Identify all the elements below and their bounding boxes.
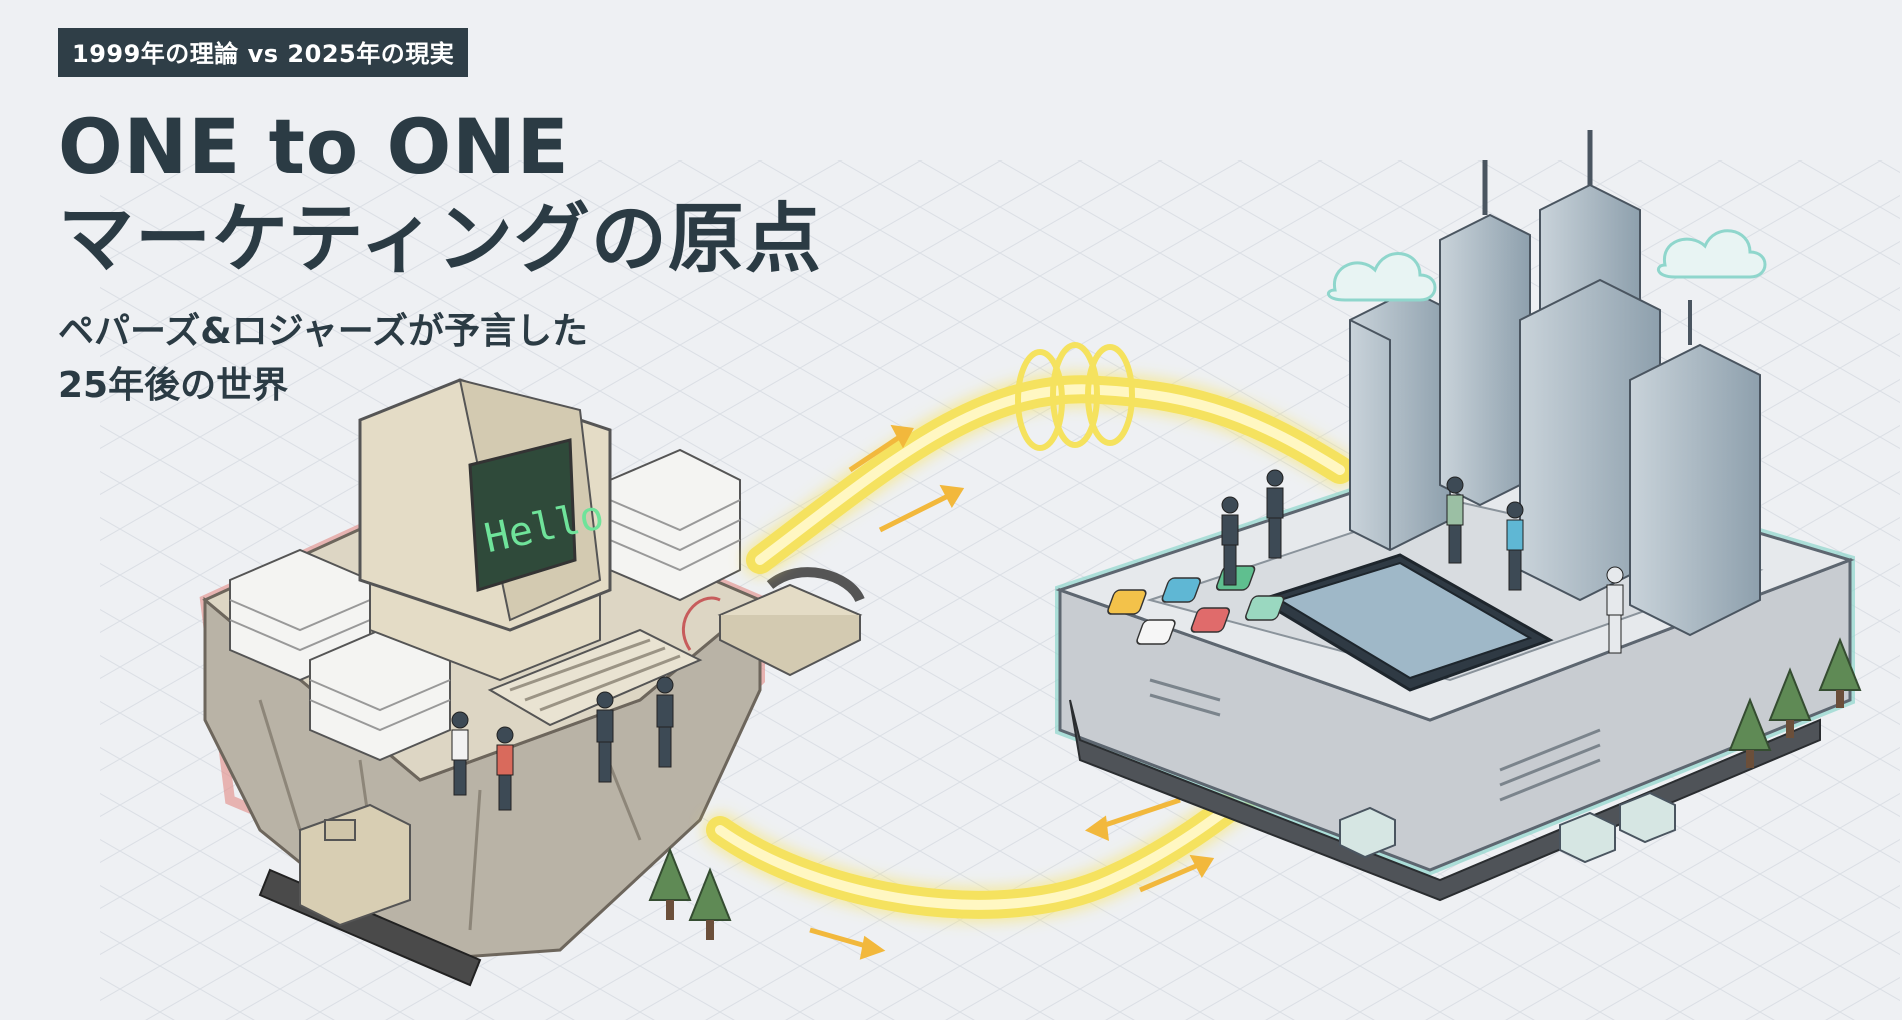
skyscraper-right: [1629, 300, 1761, 637]
paper-stack-right: [609, 448, 741, 602]
chat-icon: [1161, 577, 1201, 603]
smartphone: [1107, 553, 1554, 692]
comparison-tag: 1999年の理論 vs 2025年の現実: [58, 28, 469, 77]
cargo-boxes: [1339, 791, 1676, 864]
subtitle-line1: ペパーズ&ロジャーズが予言した: [58, 311, 588, 352]
modern-city: [1055, 130, 1862, 902]
trees-modern: [1728, 637, 1862, 768]
app-icon-grid: [1107, 565, 1285, 645]
shopping-bag-icon: [1136, 619, 1176, 645]
keyboard: [487, 628, 703, 727]
cloud-right: [1657, 229, 1767, 279]
conveyor-machine: [258, 803, 482, 987]
main-title-line2: マーケティングの原点: [58, 194, 822, 283]
telephone: [682, 567, 865, 677]
crt-computer: Hello: [358, 378, 612, 682]
signal-rings: [1015, 342, 1135, 451]
trees-legacy: [648, 847, 732, 940]
cloud-left: [1326, 252, 1437, 302]
subtitle: ペパーズ&ロジャーズが予言した 25年後の世界: [58, 305, 958, 413]
skyscraper-tall-left: [1439, 160, 1531, 507]
people-group-modern: [1221, 469, 1624, 654]
people-group-legacy: [451, 676, 674, 811]
crt-screen: [468, 438, 577, 592]
flow-arrows: [809, 424, 1215, 960]
main-title-line1: ONE to ONE: [58, 102, 570, 191]
gift-icon: [1190, 607, 1231, 633]
data-pipe-top: [746, 375, 1354, 574]
skyscraper-left: [1349, 288, 1451, 552]
paper-stack-left: [229, 548, 371, 682]
search-icon: [1107, 589, 1147, 615]
star-icon: [1245, 595, 1285, 621]
subtitle-line2: 25年後の世界: [58, 365, 289, 406]
main-title: ONE to ONE マーケティングの原点: [58, 101, 958, 285]
title-block: 1999年の理論 vs 2025年の現実 ONE to ONE マーケティングの…: [58, 28, 958, 413]
legacy-island: Hello: [199, 378, 865, 987]
